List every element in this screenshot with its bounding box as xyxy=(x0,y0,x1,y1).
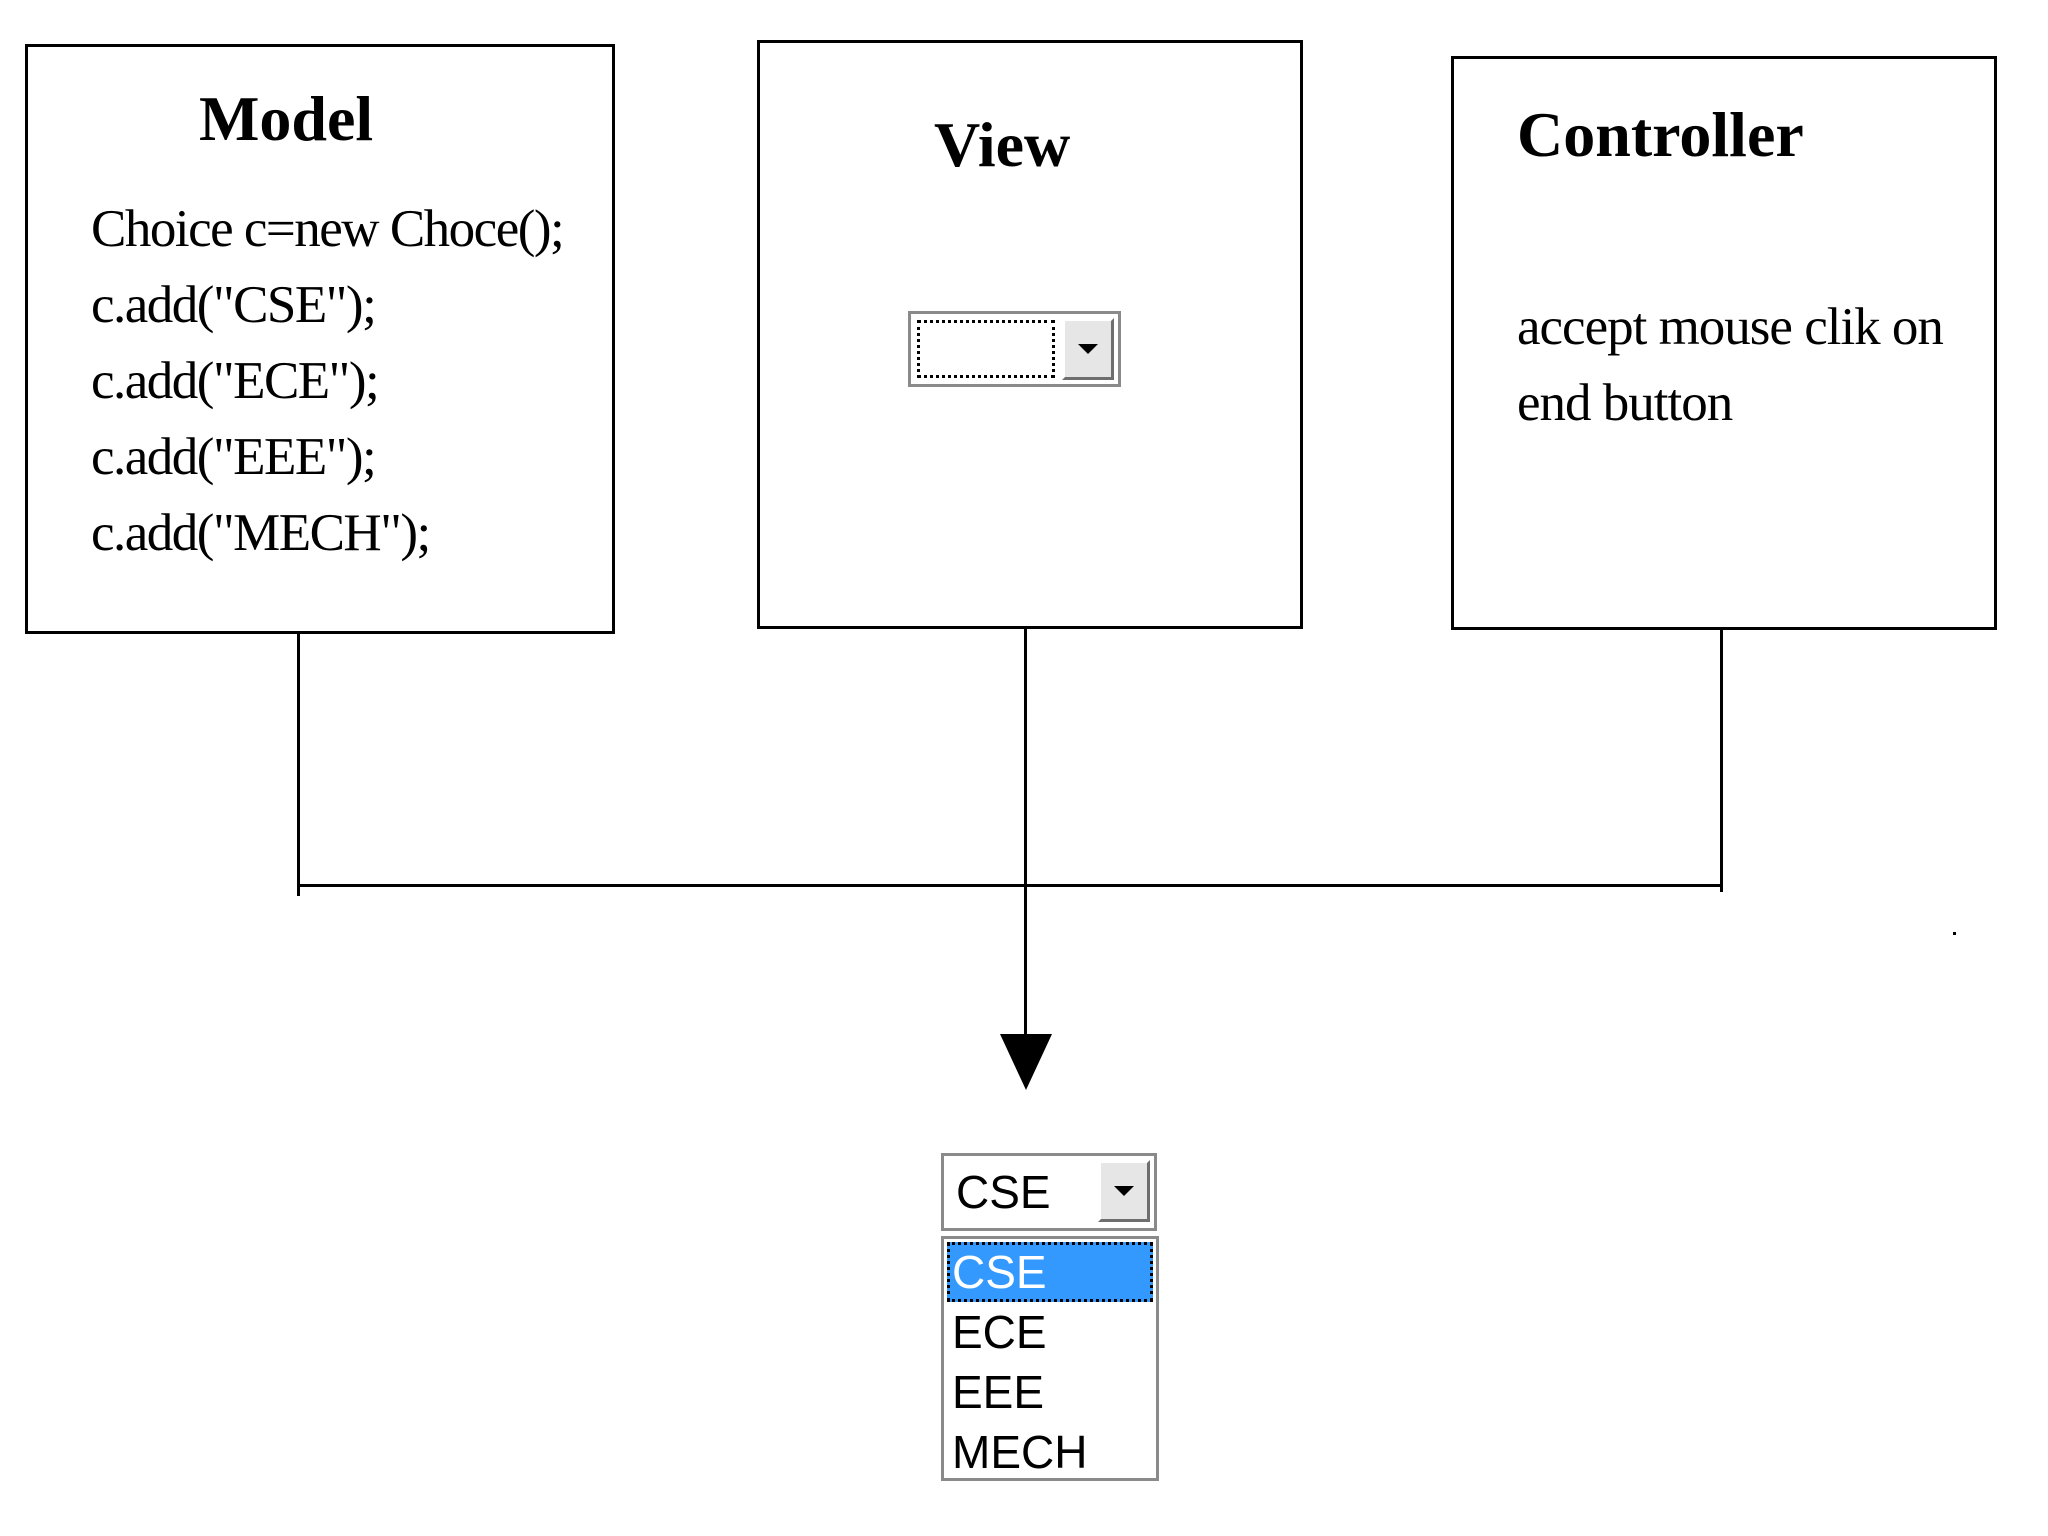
option-item[interactable]: ECE xyxy=(952,1306,1047,1358)
controller-box: Controller accept mouse clik on end butt… xyxy=(1451,56,1997,630)
stray-dot xyxy=(1953,932,1956,935)
controller-title: Controller xyxy=(1517,99,1804,170)
option-item[interactable]: EEE xyxy=(952,1366,1045,1418)
model-connector-line xyxy=(297,634,300,896)
view-choice-dropdown[interactable] xyxy=(908,311,1121,387)
model-code-line: c.add("MECH"); xyxy=(91,504,431,562)
view-dropdown-button[interactable] xyxy=(1062,318,1114,380)
model-code-line: c.add("ECE"); xyxy=(91,352,380,410)
controller-connector-line xyxy=(1720,630,1723,892)
result-choice-dropdown[interactable]: CSE xyxy=(941,1153,1157,1231)
arrow-down-icon xyxy=(1000,1034,1052,1090)
result-choice-value: CSE xyxy=(956,1166,1051,1218)
model-code-line: c.add("CSE"); xyxy=(91,276,377,334)
view-box: View xyxy=(757,40,1303,629)
option-item[interactable]: MECH xyxy=(952,1426,1088,1478)
view-connector-line xyxy=(1024,629,1027,1036)
view-title: View xyxy=(934,109,1071,180)
model-code-line: Choice c=new Choce(); xyxy=(91,200,565,258)
chevron-down-icon xyxy=(1078,344,1098,354)
model-box: Model Choice c=new Choce(); c.add("CSE")… xyxy=(25,44,615,634)
horizontal-connector-line xyxy=(297,884,1723,887)
controller-description: accept mouse clik on end button xyxy=(1517,298,1944,432)
model-code-line: c.add("EEE"); xyxy=(91,428,377,486)
model-title: Model xyxy=(199,83,374,154)
result-options-list: CSE ECE EEE MECH xyxy=(941,1236,1159,1481)
view-choice-field[interactable] xyxy=(917,320,1055,378)
model-code: Choice c=new Choce(); c.add("CSE"); c.ad… xyxy=(91,191,565,571)
chevron-down-icon xyxy=(1114,1186,1134,1196)
result-dropdown-button[interactable] xyxy=(1098,1160,1150,1222)
option-item[interactable]: CSE xyxy=(947,1242,1153,1302)
